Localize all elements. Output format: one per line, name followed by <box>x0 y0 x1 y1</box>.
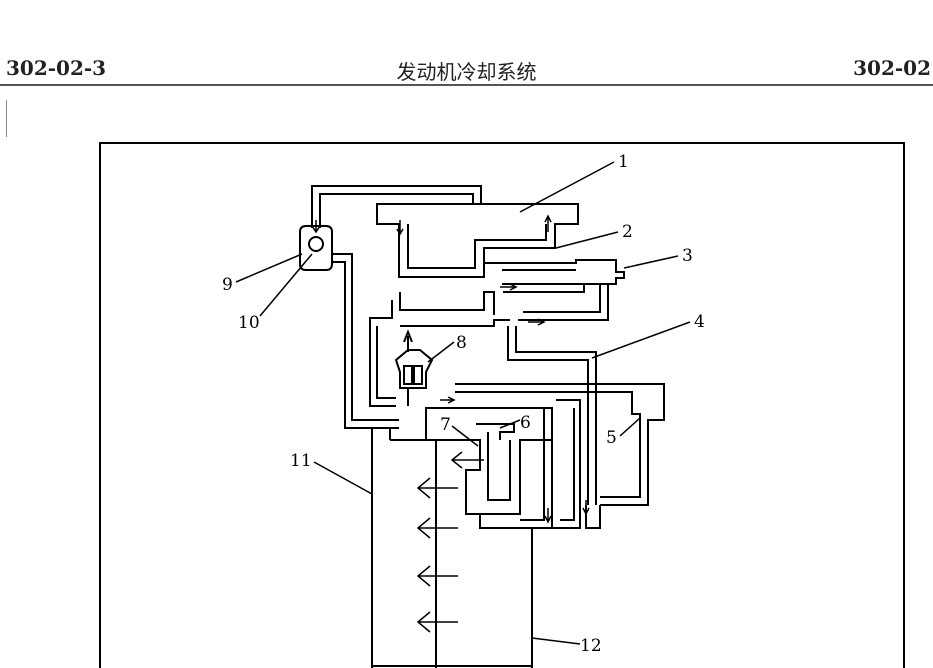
reservoir-return-hose <box>311 185 482 228</box>
pump-outlet-b <box>479 440 553 529</box>
water-pump-impeller <box>487 432 511 501</box>
leader-line-6 <box>499 419 521 429</box>
leader-line-7 <box>451 425 479 447</box>
margin-mark <box>0 100 7 137</box>
callout-7: 7 <box>440 415 451 435</box>
flow-arrow <box>500 283 518 291</box>
heater-return-lower <box>518 284 609 321</box>
bypass-hose-left <box>369 300 396 407</box>
radiator <box>376 203 579 278</box>
thermostat-housing <box>394 349 434 389</box>
page-code-left: 302-02-3 <box>6 56 107 80</box>
leader-line-8 <box>427 341 455 363</box>
leader-line-10 <box>259 253 313 317</box>
engine-block-notch <box>372 427 391 440</box>
flow-arrow <box>528 318 546 326</box>
flow-arrow <box>450 451 484 469</box>
bypass-hose-upper <box>399 291 495 315</box>
leader-line-5 <box>619 417 641 437</box>
return-hose-4-inner <box>515 326 597 505</box>
flow-arrow <box>440 396 456 404</box>
page-title: 发动机冷却系统 <box>396 60 537 84</box>
callout-10: 10 <box>238 313 260 333</box>
flow-arrow <box>416 517 458 539</box>
expansion-reservoir <box>299 225 333 271</box>
heater-return-lower-inner <box>523 284 601 313</box>
pump-return-c <box>552 399 581 529</box>
leader-line-1 <box>519 161 615 213</box>
callout-9: 9 <box>222 275 233 295</box>
leader-lines <box>235 161 691 645</box>
degas-bottle <box>455 383 665 506</box>
header-divider <box>0 84 933 86</box>
leader-line-4 <box>591 321 691 359</box>
diagram-frame <box>99 142 905 668</box>
leader-line-3 <box>623 255 679 269</box>
leader-line-11 <box>313 461 373 495</box>
bypass-hose-mid <box>400 319 510 327</box>
callout-1: 1 <box>618 152 629 172</box>
return-hose-4 <box>507 326 589 505</box>
callout-6: 6 <box>520 413 531 433</box>
reservoir-feed-hose-inner <box>332 261 399 429</box>
callout-12: 12 <box>580 636 602 656</box>
leader-line-12 <box>531 637 581 645</box>
flow-arrow <box>416 565 458 587</box>
callout-8: 8 <box>456 333 467 353</box>
pump-return-c-inner <box>560 408 575 521</box>
callout-5: 5 <box>606 428 617 448</box>
degas-bottle-inner <box>455 391 641 498</box>
pump-outlet-a <box>520 408 545 521</box>
flow-arrow <box>416 477 458 499</box>
callout-3: 3 <box>682 246 693 266</box>
callout-4: 4 <box>694 312 705 332</box>
heater-return-upper <box>503 284 585 293</box>
callout-2: 2 <box>622 222 633 242</box>
throttle-heater-loop <box>485 259 625 285</box>
flow-arrow <box>582 500 590 516</box>
thermostat-valve-left <box>403 365 413 385</box>
flow-arrow <box>416 611 458 633</box>
leader-line-9 <box>235 253 303 283</box>
leader-line-2 <box>555 231 619 249</box>
water-pump-housing <box>425 407 553 515</box>
reservoir-return-hose-inner <box>319 193 474 228</box>
engine-flow-arrows <box>311 214 590 633</box>
callout-11: 11 <box>290 451 312 471</box>
pump-return-d <box>585 505 601 529</box>
flow-arrow <box>544 508 552 524</box>
flow-arrow <box>396 220 404 236</box>
bypass-hose-left-inner <box>376 326 396 399</box>
reservoir-feed-hose <box>332 253 399 421</box>
radiator-core <box>407 224 547 269</box>
reservoir-cap <box>308 236 324 252</box>
page-code-right: 302-02 <box>853 56 931 80</box>
thermostat-arrow <box>403 329 413 343</box>
flow-arrow <box>311 220 321 234</box>
thermostat-valve-right <box>413 365 423 385</box>
flow-arrow <box>544 214 552 232</box>
water-pump-pulley <box>476 423 515 440</box>
